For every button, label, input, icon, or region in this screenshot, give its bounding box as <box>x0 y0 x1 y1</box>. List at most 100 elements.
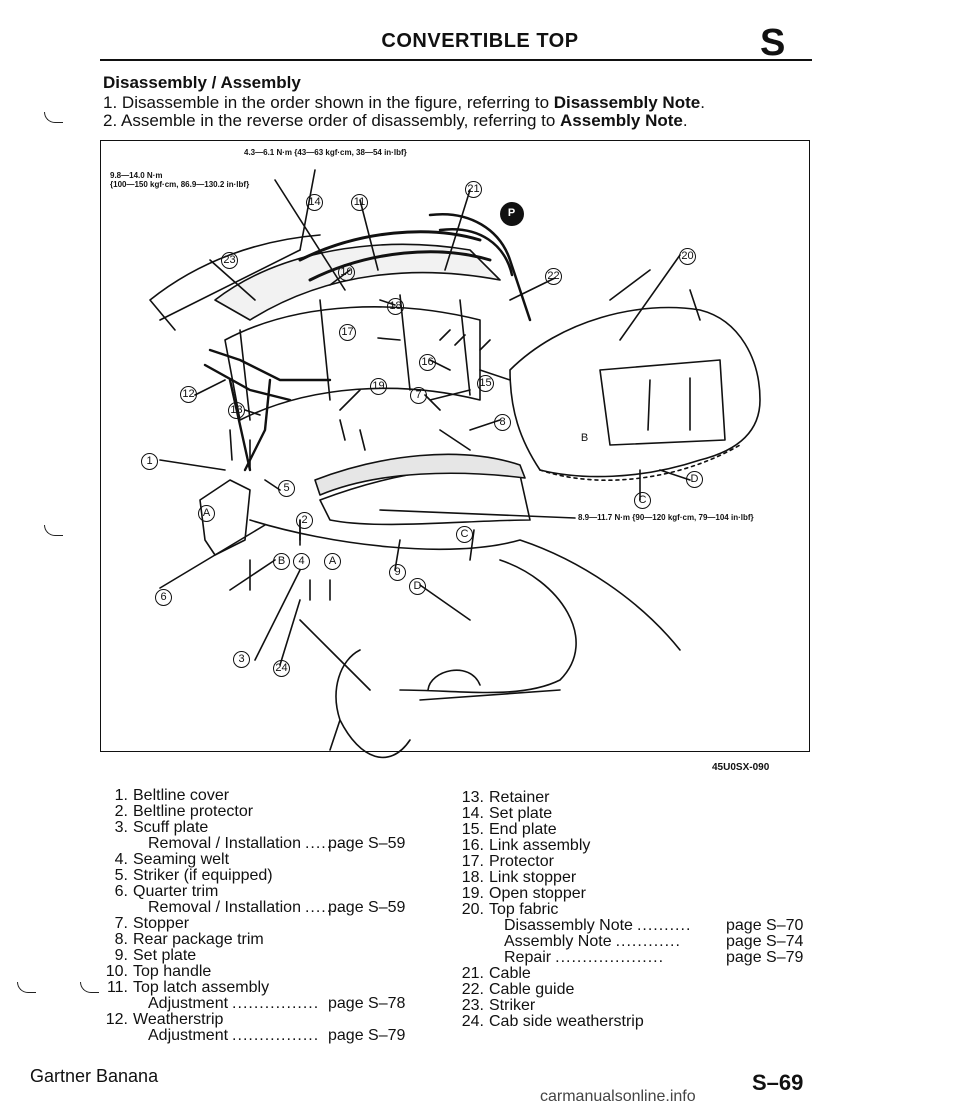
step-bold: Disassembly Note <box>553 93 701 112</box>
item-label: Retainer <box>489 789 550 806</box>
list-item: 21. Cable <box>458 966 691 982</box>
item-label: Rear package trim <box>133 931 264 948</box>
torque-leader <box>379 509 576 519</box>
list-item: 22.Cable guide <box>458 982 691 998</box>
item-number: 9. <box>114 947 128 964</box>
item-number: 2. <box>114 803 128 820</box>
quarter-trim <box>199 479 251 556</box>
margin-mark <box>44 112 63 123</box>
callout-8: 8 <box>494 414 511 431</box>
item-number: 24. <box>461 1013 484 1030</box>
callout-23: 23 <box>221 252 238 269</box>
list-item: 12. Weatherstrip <box>102 1012 343 1028</box>
callout-7: 7 <box>410 387 427 404</box>
list-subitem: Removal / Installation.......page S–59 <box>102 899 405 916</box>
item-label: Cable <box>489 965 531 982</box>
top-fabric <box>509 306 761 478</box>
item-label: Top latch assembly <box>133 979 270 996</box>
item-number: 4. <box>114 851 128 868</box>
item-number: 17. <box>461 853 484 870</box>
callout-5: 5 <box>278 480 295 497</box>
item-label: Striker <box>489 997 536 1014</box>
callout-22: 22 <box>545 268 562 285</box>
list-item: 6.Quarter trim <box>102 884 343 900</box>
step-end: . <box>682 111 688 130</box>
item-label: Striker (if equipped) <box>133 867 273 884</box>
step-1: 1. Disassemble in the order shown in the… <box>103 93 705 113</box>
item-number: 14. <box>461 805 484 822</box>
parts-list-right: 13.Retainer 14.Set plate 15.End plate 16… <box>458 790 804 1030</box>
section-heading: Disassembly / Assembly <box>103 73 301 92</box>
list-item: 24.Cab side weatherstrip <box>458 1014 691 1030</box>
item-label: End plate <box>489 821 557 838</box>
header-rule <box>100 59 812 61</box>
page-ref: page S–59 <box>328 835 406 852</box>
callout-d: D <box>686 471 703 488</box>
item-number: 21. <box>461 965 484 982</box>
item-number: 15. <box>461 821 484 838</box>
item-label: Link assembly <box>489 837 591 854</box>
item-number: 18. <box>461 869 484 886</box>
item-label: Seaming welt <box>133 851 230 868</box>
callout-2: 2 <box>296 512 313 529</box>
list-subitem: Removal / Installation.......page S–59 <box>102 835 405 852</box>
item-label: Top handle <box>133 963 212 980</box>
torque-spec-top: 4.3—6.1 N·m {43—63 kgf·cm, 38—54 in·lbf} <box>244 148 407 157</box>
list-item: 14.Set plate <box>458 806 691 822</box>
list-item: 19.Open stopper <box>458 886 691 902</box>
item-number: 11. <box>106 979 128 996</box>
sub-label: Assembly Note <box>504 933 612 950</box>
callout-b-2: B <box>273 553 290 570</box>
item-label: Open stopper <box>489 885 586 902</box>
item-number: 13. <box>461 789 484 806</box>
footer-credit: Gartner Banana <box>30 1066 159 1086</box>
list-item: 18. Link stopper <box>458 870 691 886</box>
callout-4: 4 <box>293 553 310 570</box>
item-label: Weatherstrip <box>133 1011 224 1028</box>
callout-15: 15 <box>477 375 494 392</box>
step-end: . <box>700 93 705 112</box>
callout-11: 11 <box>351 194 368 211</box>
item-label: Protector <box>489 853 554 870</box>
item-number: 12. <box>105 1011 128 1028</box>
page-ref: page S–79 <box>726 949 804 966</box>
callout-6: 6 <box>155 589 172 606</box>
item-label: Set plate <box>133 947 197 964</box>
item-number: 23. <box>461 997 484 1014</box>
callout-18: 18 <box>387 298 404 315</box>
list-subitem: Adjustment................page S–79 <box>102 1028 405 1044</box>
list-subitem: Adjustment................page S–78 <box>102 995 405 1012</box>
callout-1: 1 <box>141 453 158 470</box>
exploded-figure <box>100 140 810 752</box>
callout-10: 10 <box>338 264 355 281</box>
item-label: Top fabric <box>489 901 559 918</box>
step-number: 1. <box>103 93 118 112</box>
leader-dots: ................ <box>232 995 320 1012</box>
item-label: Scuff plate <box>133 819 209 836</box>
list-subitem: Assembly Note............page S–74 <box>458 933 803 950</box>
section-letter: S <box>760 22 786 64</box>
list-item: 13. Retainer <box>458 790 691 806</box>
item-label: Link stopper <box>489 869 577 886</box>
list-item: 23. Striker <box>458 998 691 1014</box>
list-item: 3.Scuff plate <box>102 820 343 836</box>
beltline-cover <box>314 453 526 496</box>
leader-dots: .................... <box>555 949 665 966</box>
sub-label: Removal / Installation <box>148 899 301 916</box>
margin-mark <box>17 982 36 993</box>
list-subitem: Disassembly Note..........page S–70 <box>458 917 803 934</box>
item-label: Stopper <box>133 915 190 932</box>
callout-b: B <box>580 432 589 444</box>
page-ref: page S–79 <box>328 1027 406 1044</box>
item-number: 5. <box>114 867 128 884</box>
step-text: Disassemble in the order shown in the fi… <box>121 93 554 112</box>
leader-dots: ....... <box>304 835 344 852</box>
page-ref: page S–74 <box>726 933 804 950</box>
callout-24: 24 <box>273 660 290 677</box>
callout-a: A <box>198 505 215 522</box>
parts-list-left: 1.Beltline cover 2.Beltline protector 3.… <box>102 788 406 1044</box>
sub-label: Disassembly Note <box>504 917 633 934</box>
item-number: 7. <box>114 915 128 932</box>
list-item: 15. End plate <box>458 822 691 838</box>
